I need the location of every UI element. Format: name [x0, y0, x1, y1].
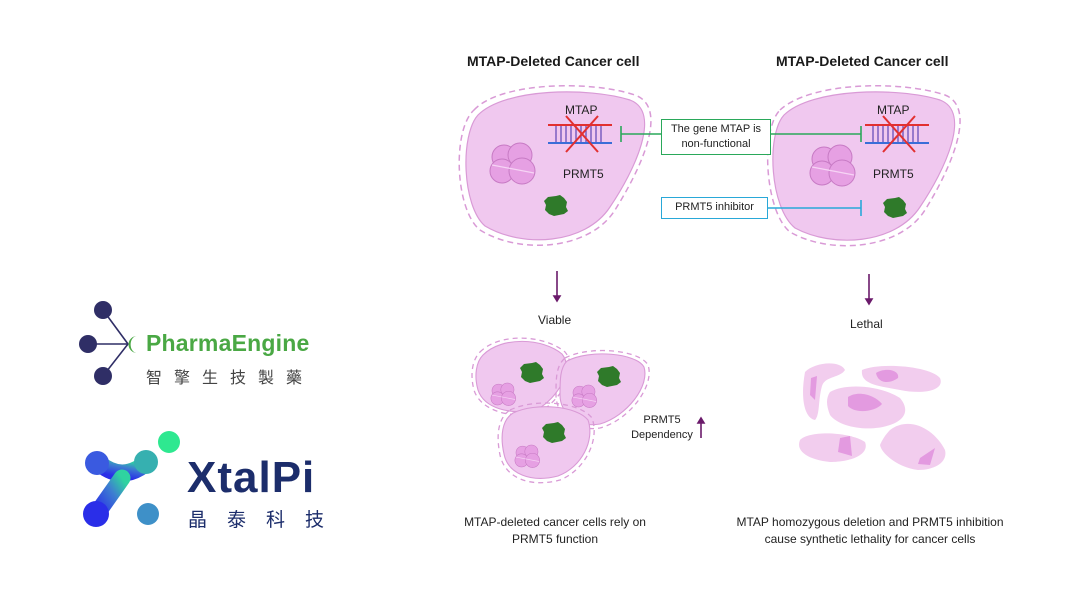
nucleus-icon	[514, 444, 540, 468]
right-caption: MTAP homozygous deletion and PRMT5 inhib…	[700, 514, 1040, 548]
lethal-arrow-icon	[864, 274, 874, 306]
prmt5-inhibitor-box: PRMT5 inhibitor	[661, 197, 768, 219]
right-mtap-label: MTAP	[877, 103, 910, 117]
dependency-up-arrow-icon	[696, 416, 706, 438]
gene-box-line1: The gene MTAP is	[670, 123, 762, 135]
gene-box-line2: non-functional	[681, 138, 751, 150]
right-prmt5-label: PRMT5	[873, 167, 914, 181]
nucleus-icon	[809, 144, 856, 187]
inhibitor-box-text: PRMT5 inhibitor	[675, 201, 754, 213]
right-cell-title: MTAP-Deleted Cancer cell	[776, 53, 949, 69]
viable-cells-cluster	[471, 337, 650, 484]
prmt5-dependency-label: PRMT5 Dependency	[628, 413, 696, 443]
viable-arrow-icon	[552, 271, 562, 303]
pharmaengine-nodes-icon	[79, 301, 137, 385]
dependency-line1: PRMT5	[643, 414, 681, 426]
left-caption: MTAP-deleted cancer cells rely on PRMT5 …	[430, 514, 680, 548]
right-caption-line2: cause synthetic lethality for cancer cel…	[764, 532, 976, 546]
right-caption-line1: MTAP homozygous deletion and PRMT5 inhib…	[736, 515, 1004, 529]
inhibitor-connector	[768, 200, 862, 216]
gene-nonfunctional-box: The gene MTAP is non-functional	[661, 119, 771, 155]
lethal-label: Lethal	[850, 317, 883, 331]
pharmaengine-name: PharmaEngine	[146, 330, 310, 356]
dependency-line2: Dependency	[631, 429, 693, 441]
left-mtap-label: MTAP	[565, 103, 598, 117]
pharmaengine-chinese-name: 智擎生技製藥	[146, 370, 315, 387]
nucleus-icon	[490, 382, 516, 406]
left-caption-line2: PRMT5 function	[511, 532, 599, 546]
xtalpi-molecule-icon	[83, 431, 180, 527]
nucleus-icon	[489, 142, 536, 185]
lethal-fragmented-cells	[799, 363, 946, 470]
left-prmt5-label: PRMT5	[563, 167, 604, 181]
xtalpi-name: XtalPi	[187, 453, 316, 502]
left-cancer-cell	[458, 85, 652, 246]
left-cell-title: MTAP-Deleted Cancer cell	[467, 53, 640, 69]
right-cancer-cell	[766, 85, 961, 247]
nucleus-icon	[571, 384, 597, 408]
lethal-nuclei	[810, 369, 935, 465]
gene-nonfunctional-connectors	[620, 126, 862, 142]
left-caption-line1: MTAP-deleted cancer cells rely on	[464, 515, 646, 529]
viable-label: Viable	[538, 313, 572, 327]
xtalpi-chinese-name: 晶泰科技	[188, 510, 345, 531]
